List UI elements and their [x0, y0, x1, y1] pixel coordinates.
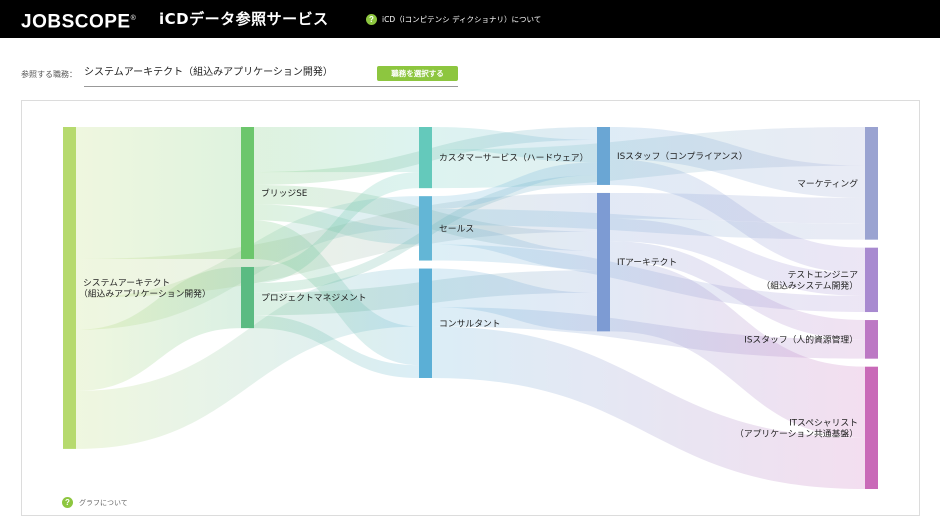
flow-link[interactable] [610, 241, 865, 340]
node-label-mkt: マーケティング [797, 177, 858, 189]
flow-link[interactable] [254, 172, 419, 284]
flow-link[interactable] [610, 218, 865, 296]
icd-about-link[interactable]: ? iCD（iコンピテンシ ディクショナリ）について [366, 12, 541, 26]
node-bar-sales[interactable] [419, 196, 432, 261]
node-bar-sa[interactable] [63, 127, 76, 449]
node-label-sa: （組込みアプリケーション開発） [79, 287, 211, 299]
app-header: JOBSCOPE® iCDデータ参照サービス ? iCD（iコンピテンシ ディク… [0, 0, 940, 38]
node-bar-cs[interactable] [419, 127, 432, 189]
node-label-cs: カスタマーサービス（ハードウェア） [439, 153, 588, 164]
question-circle-icon: ? [366, 13, 377, 25]
graph-about-link[interactable]: ? グラフについて [62, 497, 128, 508]
node-bar-con[interactable] [419, 268, 432, 378]
node-label-bse: ブリッジSE [261, 187, 307, 199]
node-label-te: （組込みシステム開発） [761, 279, 858, 291]
flow-link[interactable] [254, 127, 419, 173]
node-label-sa: システムアーキテクト [83, 277, 170, 288]
node-label-pm: プロジェクトマネジメント [261, 293, 367, 304]
node-label-isc: ISスタッフ（コンプライアンス） [617, 151, 748, 162]
job-selector-label: 参照する職務： [21, 70, 77, 79]
node-label-its: （アプリケーション共通基盤） [735, 427, 858, 439]
flow-link[interactable] [432, 162, 597, 210]
flow-link[interactable] [76, 268, 419, 449]
app-title: iCDデータ参照サービス [159, 10, 329, 28]
node-label-ita: ITアーキテクト [617, 257, 677, 268]
node-bar-bse[interactable] [241, 127, 254, 259]
jobscope-logo[interactable]: JOBSCOPE® [21, 11, 137, 33]
node-bar-ish[interactable] [865, 320, 878, 359]
node-bar-te[interactable] [865, 247, 878, 313]
node-bar-ita[interactable] [597, 192, 610, 332]
node-label-con: コンサルタント [439, 318, 501, 329]
graph-about-label: グラフについて [79, 498, 128, 507]
flow-link[interactable] [254, 315, 419, 378]
node-bar-pm[interactable] [241, 266, 254, 329]
node-label-its: ITスペシャリスト [789, 418, 858, 428]
node-label-te: テストエンジニア [788, 269, 859, 280]
node-bar-its[interactable] [865, 366, 878, 489]
question-circle-icon: ? [62, 497, 73, 508]
node-bar-isc[interactable] [597, 127, 610, 185]
select-job-button[interactable]: 職務を選択する [377, 66, 458, 81]
node-label-sales: セールス [439, 223, 474, 234]
sankey-chart: システムアーキテクト（組込みアプリケーション開発） ブリッジSE プロジェクトマネジ… [63, 127, 878, 489]
flow-link[interactable] [610, 192, 865, 224]
icd-about-label: iCD（iコンピテンシ ディクショナリ）について [382, 14, 542, 24]
flow-link[interactable] [610, 260, 865, 438]
selected-job-field: システムアーキテクト（組込みアプリケーション開発） [84, 66, 458, 87]
sankey-chart-panel: システムアーキテクト（組込みアプリケーション開発） ブリッジSE プロジェクトマネジ… [21, 100, 920, 516]
flow-link[interactable] [76, 127, 241, 259]
flow-link[interactable] [432, 326, 865, 489]
flow-link[interactable] [610, 127, 865, 198]
node-label-ish: ISスタッフ（人的資源管理） [744, 333, 858, 345]
node-bar-mkt[interactable] [865, 127, 878, 240]
